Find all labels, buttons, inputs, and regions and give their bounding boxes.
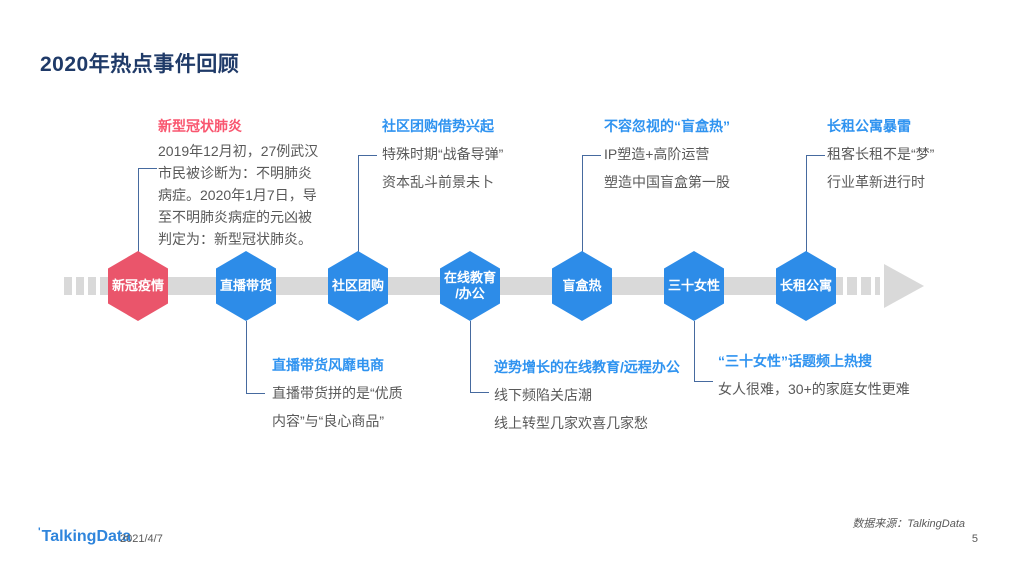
note-line: 判定为：新型冠状肺炎。 [158,231,312,247]
footer-page-number: 5 [971,533,978,545]
footer-date: 2021/4/7 [120,533,163,545]
note-title: “三十女性”话题频上热搜 [718,353,872,369]
note-education: 逆势增长的在线教育/远程办公 线下频陷关店潮 线上转型几家欢喜几家愁 [494,358,680,437]
timeline-node-covid: 新冠疫情 [108,251,168,321]
node-label: 长租公寓 [779,278,832,293]
note-line: IP塑造+高阶运营 [604,146,710,162]
timeline-node-women: 三十女性 [664,251,724,321]
timeline-node-education: 在线教育/办公 [440,251,500,321]
note-line: 至不明肺炎病症的元凶被 [158,209,312,225]
connector-line-blindbox [582,155,601,253]
connector-line-livestream [246,321,265,394]
connector-line-apartment [806,155,825,253]
node-label: 新冠疫情 [111,278,164,293]
note-title: 不容忽视的“盲盒热” [604,118,730,134]
note-title: 新型冠状肺炎 [158,118,242,134]
timeline-dash [875,277,880,295]
connector-line-women [694,321,713,382]
node-label: 社区团购 [331,278,384,293]
note-line: 女人很难，30+的家庭女性更难 [718,381,910,397]
note-line: 线上转型几家欢喜几家愁 [494,415,648,431]
logo-tick: ' [38,526,41,538]
note-line: 塑造中国盲盒第一股 [604,174,730,190]
node-label: 在线教育 [443,270,496,285]
node-label: 盲盒热 [562,278,602,293]
note-title: 长租公寓暴雷 [827,118,911,134]
note-covid: 新型冠状肺炎 2019年12月初，27例武汉 市民被诊断为：不明肺炎 病症。20… [158,117,318,250]
timeline-dash [76,277,84,295]
connector-line-education [470,321,489,393]
note-line: 线下频陷关店潮 [494,387,592,403]
talkingdata-logo: 'TalkingData [38,526,131,546]
note-line: 病症。2020年1月7日，导 [158,187,317,203]
note-line: 特殊时期“战备导弹” [382,146,504,162]
note-title: 社区团购借势兴起 [382,118,494,134]
node-label: 直播带货 [219,278,272,293]
note-line: 行业革新进行时 [827,174,925,190]
note-line: 直播带货拼的是“优质 [272,385,403,401]
timeline-dash [847,277,857,295]
note-apartment: 长租公寓暴雷 租客长租不是“梦” 行业革新进行时 [827,117,934,196]
timeline-arrow-icon [884,264,924,308]
note-title: 逆势增长的在线教育/远程办公 [494,359,680,375]
node-label: 三十女性 [667,278,720,293]
connector-line-groupbuy [358,155,377,253]
page-title: 2020年热点事件回顾 [40,53,240,76]
timeline-node-livestream: 直播带货 [216,251,276,321]
logo-text: TalkingData [41,528,132,545]
note-line: 内容”与“良心商品” [272,413,384,429]
timeline-node-groupbuy: 社区团购 [328,251,388,321]
note-line: 租客长租不是“梦” [827,146,935,162]
note-line: 2019年12月初，27例武汉 [158,143,319,159]
note-livestream: 直播带货风靡电商 直播带货拼的是“优质 内容”与“良心商品” [272,356,403,435]
timeline-dash [861,277,871,295]
connector-line-covid [138,168,157,253]
note-groupbuy: 社区团购借势兴起 特殊时期“战备导弹” 资本乱斗前景未卜 [382,117,503,196]
timeline-node-blindbox: 盲盒热 [552,251,612,321]
note-line: 资本乱斗前景未卜 [382,174,494,190]
timeline-dash [64,277,72,295]
note-line: 市民被诊断为：不明肺炎 [158,165,312,181]
timeline-node-apartment: 长租公寓 [776,251,836,321]
footer-data-source: 数据来源：TalkingData [852,518,965,530]
timeline-dash [88,277,96,295]
note-blindbox: 不容忽视的“盲盒热” IP塑造+高阶运营 塑造中国盲盒第一股 [604,117,730,196]
note-women: “三十女性”话题频上热搜 女人很难，30+的家庭女性更难 [718,352,910,403]
note-title: 直播带货风靡电商 [272,357,384,373]
